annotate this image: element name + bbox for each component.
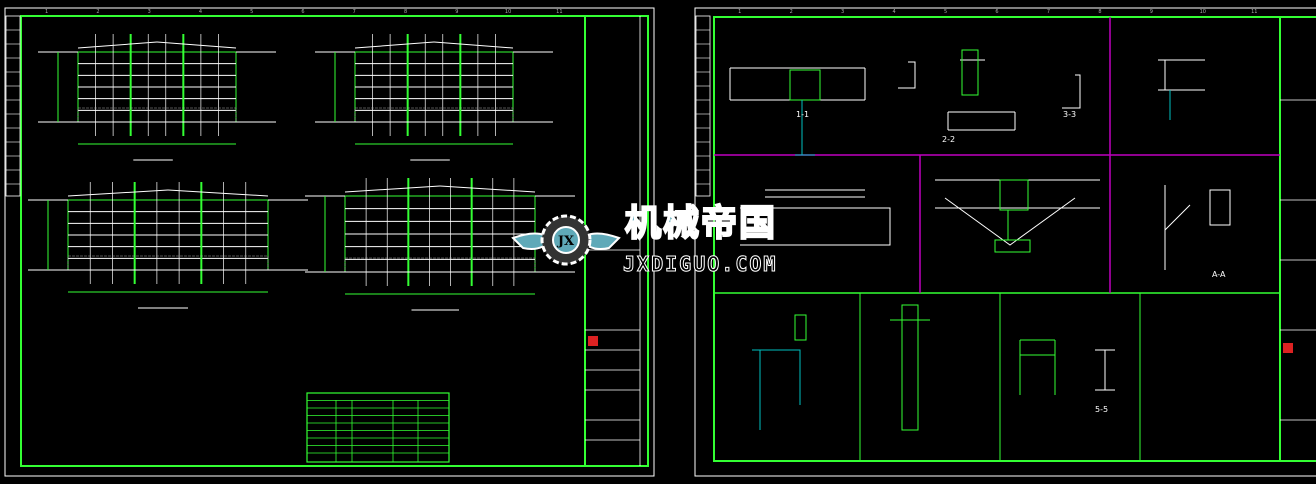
roof-line xyxy=(344,185,441,193)
grid-tick: 8 xyxy=(1098,9,1101,15)
company-logo-icon xyxy=(1283,343,1293,353)
roof-line xyxy=(77,41,158,49)
grid-tick: 8 xyxy=(404,9,407,15)
left-sheet-border xyxy=(4,7,655,477)
grid-tick: 5 xyxy=(250,9,253,15)
elevations xyxy=(28,34,575,311)
grid-tick: 4 xyxy=(892,9,895,15)
right-sheet-frame xyxy=(713,16,1316,462)
grid-tick: 2 xyxy=(96,9,99,15)
detail-8-section xyxy=(1095,349,1115,391)
grid-tick: 7 xyxy=(353,9,356,15)
right-sheet-border xyxy=(694,7,1316,477)
detail-2-beam xyxy=(1158,59,1205,91)
gear-wings-logo-icon: JX xyxy=(511,214,621,266)
roof-line xyxy=(156,41,237,49)
elevation xyxy=(305,178,575,311)
elevation xyxy=(38,34,276,161)
section-2-2-plate xyxy=(961,49,979,96)
grid-tick: 1 xyxy=(45,9,48,15)
detail-6 xyxy=(752,349,801,430)
left-revision-strip xyxy=(5,15,21,197)
section-label-2: 2-2 xyxy=(942,135,955,144)
detail-4-plate xyxy=(994,179,1031,253)
grid-tick: 9 xyxy=(455,9,458,15)
grid-tick: 6 xyxy=(995,9,998,15)
left-title-block xyxy=(585,16,641,466)
detail-5 xyxy=(1164,185,1231,270)
right-revision-strip xyxy=(695,15,711,197)
section-3-3 xyxy=(1062,74,1081,109)
grid-tick: 4 xyxy=(199,9,202,15)
section-label-3: 3-3 xyxy=(1063,110,1076,119)
roof-line xyxy=(439,185,536,193)
grid-tick: 11 xyxy=(556,9,562,15)
section-label-1: 1-1 xyxy=(796,110,809,119)
detail-1-column xyxy=(795,100,815,156)
elevation xyxy=(315,34,553,161)
grid-tick: 11 xyxy=(1251,9,1257,15)
logo-letters: JX xyxy=(557,234,575,249)
grid-tick: 2 xyxy=(790,9,793,15)
table-border xyxy=(306,392,450,463)
grid-tick: 6 xyxy=(301,9,304,15)
grid-tick: 5 xyxy=(944,9,947,15)
company-logo-icon xyxy=(588,336,598,346)
grid-tick: 10 xyxy=(505,9,511,15)
detail-1-beam xyxy=(729,67,866,101)
roof-line xyxy=(433,41,514,49)
left-sheet-frame xyxy=(20,15,649,467)
section-1-1 xyxy=(898,61,916,89)
grid-tick: 7 xyxy=(1047,9,1050,15)
detail-1-plate xyxy=(789,69,821,101)
roof-line xyxy=(354,41,435,49)
detail-6-plate xyxy=(794,314,807,341)
grid-tick: 9 xyxy=(1150,9,1153,15)
roof-line xyxy=(67,189,169,197)
grid-tick: 3 xyxy=(841,9,844,15)
detail-8 xyxy=(1019,339,1056,395)
grid-tick: 10 xyxy=(1200,9,1206,15)
strip-box xyxy=(5,15,21,197)
detail-7 xyxy=(890,304,930,431)
roof-line xyxy=(167,189,269,197)
watermark: JX 机械帝国 JXDIGUO.COM xyxy=(505,203,815,278)
section-2-2 xyxy=(947,59,1016,131)
section-label-a: A-A xyxy=(1212,270,1226,279)
grid-tick: 3 xyxy=(148,9,151,15)
detail-4-brace xyxy=(935,179,1100,246)
watermark-title: 机械帝国 xyxy=(624,203,778,245)
schedule-table xyxy=(306,392,450,463)
strip-box xyxy=(695,15,711,197)
section-label-5: 5-5 xyxy=(1095,405,1108,414)
elevation xyxy=(28,182,308,309)
grid-tick: 1 xyxy=(738,9,741,15)
watermark-site: JXDIGUO.COM xyxy=(622,252,778,277)
detail-3 xyxy=(740,189,891,246)
